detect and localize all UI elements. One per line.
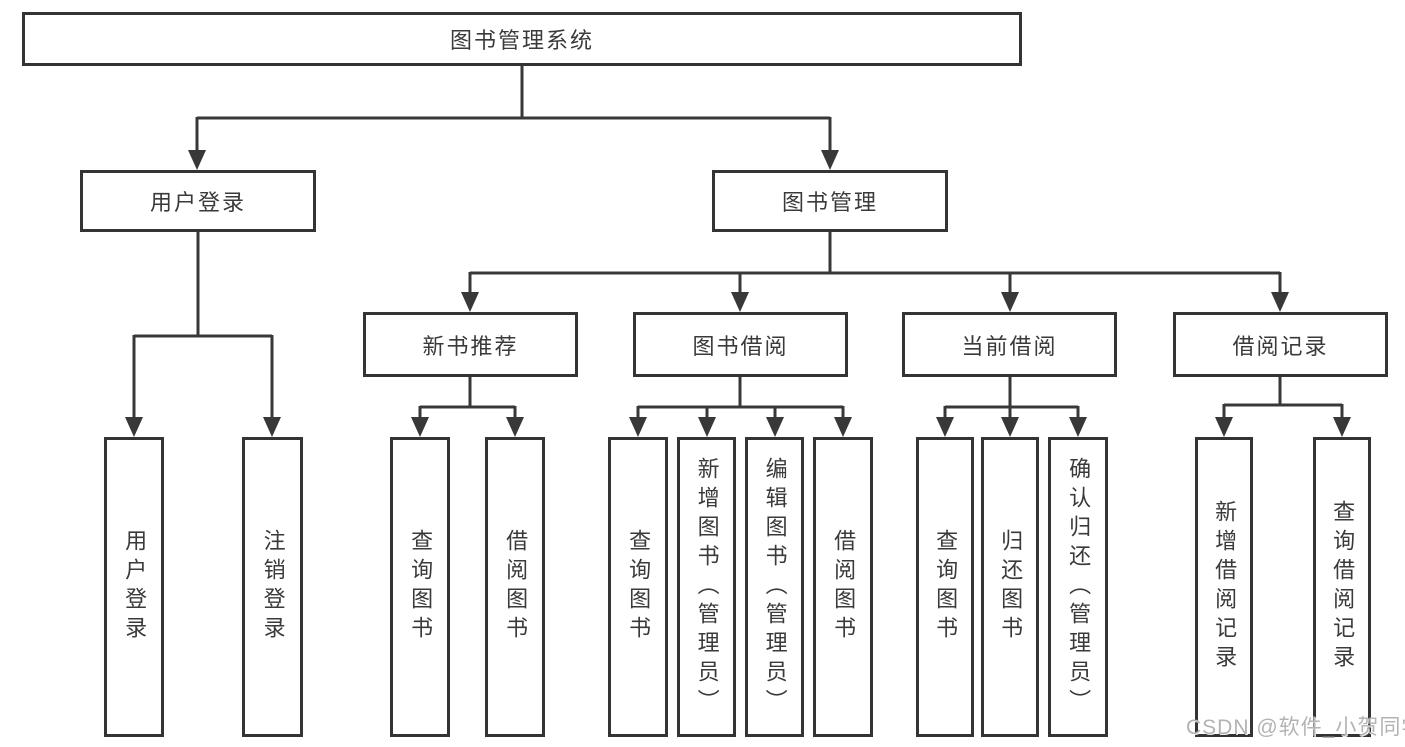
node-current-borrow: 当前借阅 bbox=[902, 312, 1117, 377]
node-user-login-leaf: 用户登录 bbox=[104, 437, 164, 737]
node-add-borrow-record: 新增借阅记录 bbox=[1195, 437, 1253, 737]
node-label: 确认归还（管理员） bbox=[1066, 456, 1092, 718]
arrowhead-icon bbox=[936, 417, 954, 437]
arrowhead-icon bbox=[125, 417, 143, 437]
node-borrow-books-leaf: 借阅图书 bbox=[813, 437, 873, 737]
node-label: 查询借阅记录 bbox=[1330, 500, 1356, 674]
arrowhead-icon bbox=[1001, 417, 1019, 437]
node-query-books-recommend: 查询图书 bbox=[390, 437, 450, 737]
arrowhead-icon bbox=[1069, 417, 1087, 437]
node-logout-leaf: 注销登录 bbox=[242, 437, 303, 737]
node-borrow-books-recommend: 借阅图书 bbox=[485, 437, 545, 737]
arrowhead-icon bbox=[1333, 417, 1351, 437]
node-add-book-admin: 新增图书（管理员） bbox=[677, 437, 736, 737]
node-label: 新增图书（管理员） bbox=[694, 456, 720, 718]
node-query-books-current: 查询图书 bbox=[916, 437, 974, 737]
node-label: 查询图书 bbox=[933, 529, 959, 645]
arrowhead-icon bbox=[411, 417, 429, 437]
arrowhead-icon bbox=[506, 417, 524, 437]
arrowhead-icon bbox=[461, 292, 479, 312]
node-query-books-borrow: 查询图书 bbox=[608, 437, 668, 737]
node-label: 新增借阅记录 bbox=[1212, 500, 1238, 674]
arrowhead-icon bbox=[188, 150, 206, 170]
node-label: 注销登录 bbox=[260, 529, 286, 645]
node-label: 编辑图书（管理员） bbox=[762, 456, 788, 718]
node-user-login: 用户登录 bbox=[80, 170, 316, 232]
node-return-books: 归还图书 bbox=[981, 437, 1039, 737]
node-book-management: 图书管理 bbox=[712, 170, 948, 232]
arrowhead-icon bbox=[1215, 417, 1233, 437]
arrowhead-icon bbox=[821, 150, 839, 170]
arrowhead-icon bbox=[766, 417, 784, 437]
node-confirm-return-admin: 确认归还（管理员） bbox=[1048, 437, 1108, 737]
arrowhead-icon bbox=[834, 417, 852, 437]
arrowhead-icon bbox=[731, 292, 749, 312]
node-query-borrow-record: 查询借阅记录 bbox=[1313, 437, 1371, 737]
arrowhead-icon bbox=[629, 417, 647, 437]
arrowhead-icon bbox=[1001, 292, 1019, 312]
node-label: 查询图书 bbox=[408, 529, 434, 645]
node-label: 查询图书 bbox=[626, 529, 652, 645]
node-book-borrow: 图书借阅 bbox=[633, 312, 848, 377]
arrowhead-icon bbox=[698, 417, 716, 437]
arrowhead-icon bbox=[263, 417, 281, 437]
node-label: 归还图书 bbox=[998, 529, 1024, 645]
node-label: 借阅图书 bbox=[831, 529, 857, 645]
node-label: 借阅图书 bbox=[503, 529, 529, 645]
node-edit-book-admin: 编辑图书（管理员） bbox=[745, 437, 804, 737]
node-label: 用户登录 bbox=[122, 529, 148, 645]
arrowhead-icon bbox=[1271, 292, 1289, 312]
node-new-book-recommend: 新书推荐 bbox=[363, 312, 578, 377]
node-borrow-records: 借阅记录 bbox=[1173, 312, 1388, 377]
tree-edges bbox=[132, 66, 1344, 421]
node-system-root: 图书管理系统 bbox=[22, 12, 1022, 66]
csdn-watermark: CSDN @软件_小贺同学 bbox=[1186, 716, 1405, 739]
